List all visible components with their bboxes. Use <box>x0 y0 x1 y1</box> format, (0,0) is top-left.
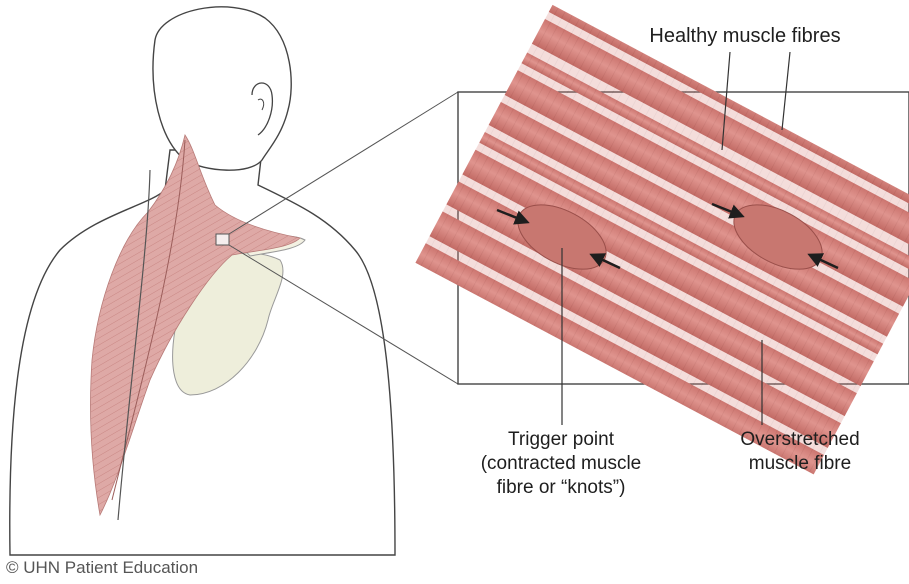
copyright-credit: © UHN Patient Education <box>6 556 198 580</box>
label-healthy-muscle-fibres: Healthy muscle fibres <box>600 24 890 48</box>
zoom-region-marker <box>216 234 229 245</box>
label-line: Overstretched <box>700 428 900 452</box>
label-line: Trigger point <box>446 428 676 452</box>
label-line: (contracted muscle <box>446 452 676 476</box>
human-back-figure <box>10 7 395 555</box>
label-trigger-point: Trigger point (contracted muscle fibre o… <box>446 428 676 500</box>
label-line: muscle fibre <box>700 452 900 476</box>
label-line: fibre or “knots”) <box>446 476 676 500</box>
label-overstretched-fibre: Overstretched muscle fibre <box>700 428 900 476</box>
